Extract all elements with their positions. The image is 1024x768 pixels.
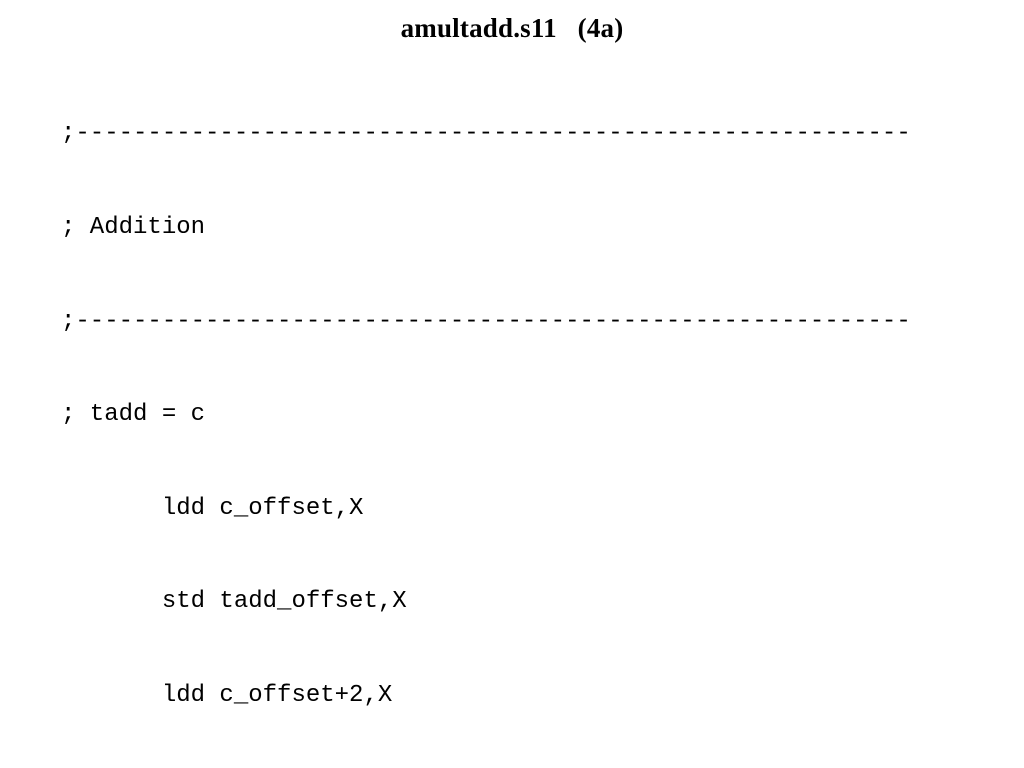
code-line: ldd c_offset,X [61, 494, 364, 522]
code-line: ; Addition [61, 214, 206, 241]
page-title: amultadd.s11 (4a) [400, 13, 624, 43]
assembly-code-listing: ;---------------------------------------… [61, 56, 1011, 768]
code-line: std tadd_offset,X [61, 588, 407, 616]
code-line: ldd c_offset+2,X [61, 681, 393, 709]
code-line: ; tadd = c [61, 401, 206, 429]
code-line: ;---------------------------------------… [61, 120, 911, 148]
code-line: ;---------------------------------------… [61, 307, 911, 335]
